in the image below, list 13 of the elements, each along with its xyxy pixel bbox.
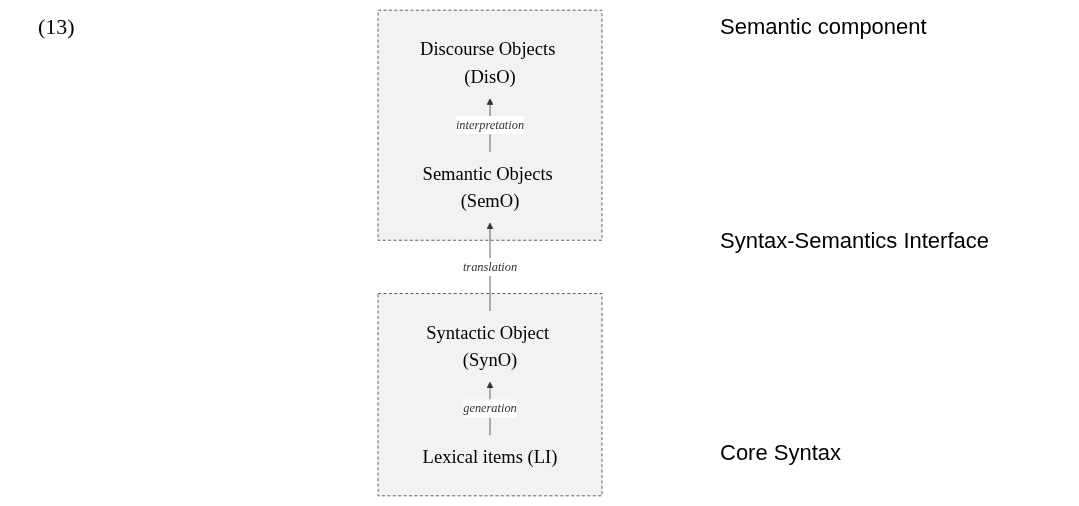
example-number: (13) xyxy=(38,14,75,40)
node-text: Discourse Objects (DisO) xyxy=(420,39,556,87)
level-label: Syntax-Semantics Interface xyxy=(720,228,989,254)
node-text: Lexical items (LI) xyxy=(422,446,558,467)
node-text: Syntactic Object (SynO) xyxy=(426,322,550,371)
edge-label: interpretation xyxy=(455,118,525,132)
level-label: Core Syntax xyxy=(720,440,842,466)
edge-label: generation xyxy=(463,401,517,415)
cluster xyxy=(377,9,603,241)
level-label: Semantic component xyxy=(720,14,927,40)
cluster xyxy=(377,293,603,497)
node-text: Semantic Objects (SemO) xyxy=(422,163,553,212)
edge-label: translation xyxy=(462,259,518,274)
